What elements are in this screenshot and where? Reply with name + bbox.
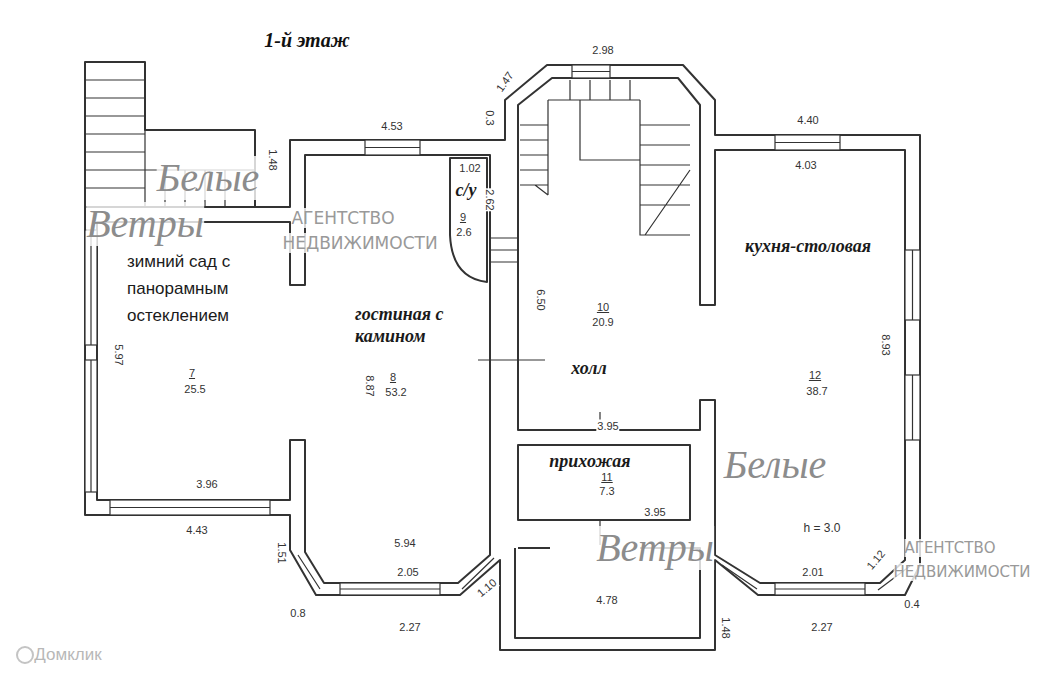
dimension-label: 2.27 — [810, 621, 833, 634]
room-area: 7.3 — [599, 485, 614, 498]
room-name: кухня-столовая — [745, 235, 871, 257]
dimension-label: 2.62 — [483, 188, 496, 211]
dimension-label: 5.94 — [393, 537, 416, 550]
dimension-label: 1.48 — [719, 616, 732, 639]
dimension-label: 4.03 — [794, 159, 817, 172]
room-area: 38.7 — [806, 385, 827, 398]
dimension-label: 0.8 — [289, 607, 306, 620]
inner-wall — [518, 78, 905, 583]
dimension-label: 8.87 — [363, 374, 376, 397]
room-region: с/у 9 2.6 — [450, 158, 487, 282]
watermark: Ветры — [86, 202, 204, 246]
room-number: 7 — [189, 367, 195, 380]
watermark: Ветры — [596, 526, 714, 570]
room-name: зимний сад с панорамным остеклением — [127, 248, 282, 329]
brand-watermark: Домклик — [34, 645, 101, 665]
dimension-label: 2.27 — [398, 621, 421, 634]
room-region: зимний сад с панорамным остеклением 7 25.5 — [97, 222, 290, 500]
room-name: холл — [571, 357, 607, 379]
room-number: 8 — [390, 371, 396, 384]
dimension-label: 8.93 — [879, 333, 892, 356]
room-region: холл 10 20.9 — [518, 105, 700, 430]
dimension-label: 4.53 — [380, 120, 403, 133]
room-name: с/у — [456, 179, 477, 201]
watermark: НЕДВИЖИМОСТИ — [894, 563, 1031, 581]
dimension-label: 3.95 — [596, 420, 619, 433]
outer-wall — [85, 65, 920, 650]
room-area: 2.6 — [456, 226, 471, 239]
dimension-label: 2.01 — [801, 566, 824, 579]
dimension-label: 6.50 — [534, 288, 547, 311]
dimension-label: 1.48 — [266, 148, 279, 171]
watermark: НЕДВИЖИМОСТИ — [282, 233, 437, 253]
dimension-label: 1.51 — [275, 541, 288, 564]
dimension-label: 1.12 — [863, 547, 888, 573]
plan-title: 1-й этаж — [264, 29, 349, 52]
room-name: прихожая — [549, 450, 630, 472]
room-number: 10 — [597, 301, 609, 314]
dimension-label: 3.95 — [643, 506, 666, 519]
watermark: АГЕНТСТВО — [904, 539, 995, 557]
dimension-label: 4.40 — [796, 114, 819, 127]
inner-wall — [518, 445, 690, 520]
room-area: 25.5 — [184, 383, 205, 396]
door-mark — [478, 238, 600, 545]
dimension-label: 2.05 — [396, 566, 419, 579]
window-line — [91, 72, 913, 591]
watermark: Белые — [724, 443, 827, 487]
dimension-label: 1.47 — [493, 69, 517, 96]
dimension-label: 4.78 — [595, 594, 618, 607]
brand-icon — [17, 647, 33, 663]
room-number: 9 — [460, 211, 466, 224]
room-name: гостиная с камином — [355, 303, 490, 347]
dimension-label: 1.02 — [458, 162, 481, 175]
dimension-label: 5.97 — [112, 343, 125, 366]
room-area: 20.9 — [592, 316, 613, 329]
stair-steps — [520, 80, 690, 235]
dimension-label: 2.98 — [591, 44, 614, 57]
room-region: кухня-столовая 12 38.7 — [715, 150, 905, 583]
dimension-label: 0.4 — [903, 598, 920, 611]
dimension-label: 3.96 — [195, 478, 218, 491]
watermark: Белые — [157, 156, 260, 200]
room-number: 12 — [809, 369, 821, 382]
watermark: АГЕНТСТВО — [291, 208, 394, 228]
room-number: 11 — [601, 471, 612, 484]
dimension-label: 4.43 — [185, 524, 208, 537]
dimension-label: 0.3 — [483, 109, 496, 126]
room-area: 53.2 — [385, 386, 406, 399]
height-note: h = 3.0 — [802, 521, 841, 535]
wc-wall — [450, 158, 487, 282]
